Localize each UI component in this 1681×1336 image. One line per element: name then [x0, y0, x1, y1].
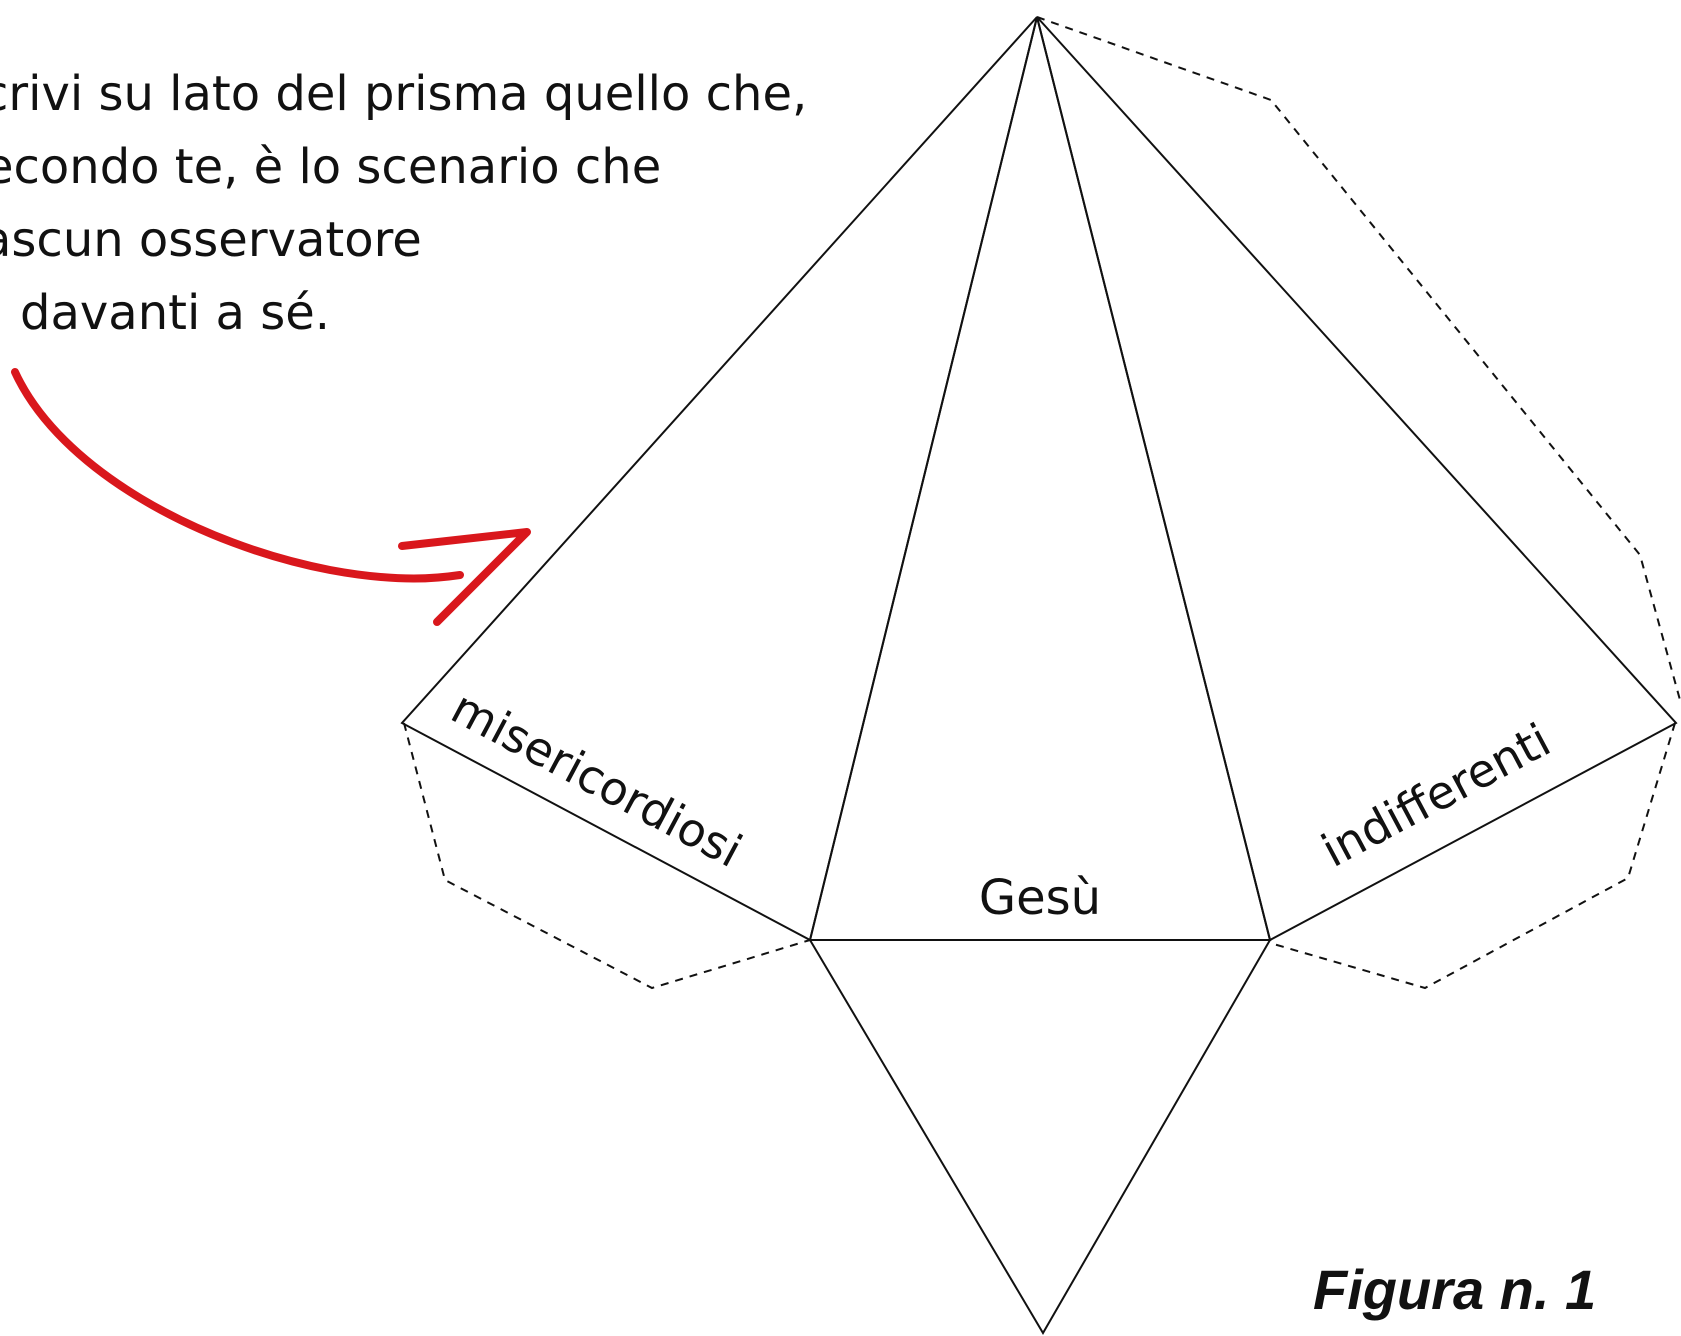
fold-lines	[400, 16, 1678, 1335]
label-misericordiosi: misericordiosi	[443, 680, 751, 878]
glue-tab-left	[403, 722, 811, 990]
instruction-line-4: davanti a sé.	[20, 285, 331, 341]
instruction-text: crivi su lato del prisma quello che, eco…	[0, 58, 807, 350]
figure-caption: Figura n. 1	[1313, 1258, 1597, 1321]
arrow-head	[398, 528, 531, 626]
label-gesu: Gesù	[979, 870, 1101, 926]
arrow-shaft	[11, 368, 464, 583]
label-indifferenti: indifferenti	[1313, 713, 1559, 878]
glue-tabs	[403, 16, 1681, 990]
instruction-line-1: crivi su lato del prisma quello che,	[0, 66, 808, 122]
glue-tab-top-right	[1036, 16, 1681, 701]
glue-tab-right	[1269, 722, 1676, 990]
face-center	[808, 16, 1272, 941]
instruction-line-3: ascun osservatore	[0, 212, 422, 268]
instruction-line-2: econdo te, è lo scenario che	[0, 139, 662, 195]
face-left	[400, 16, 1038, 942]
face-right	[1036, 16, 1678, 942]
face-bottom	[808, 939, 1272, 1335]
red-arrow-icon	[11, 368, 531, 626]
